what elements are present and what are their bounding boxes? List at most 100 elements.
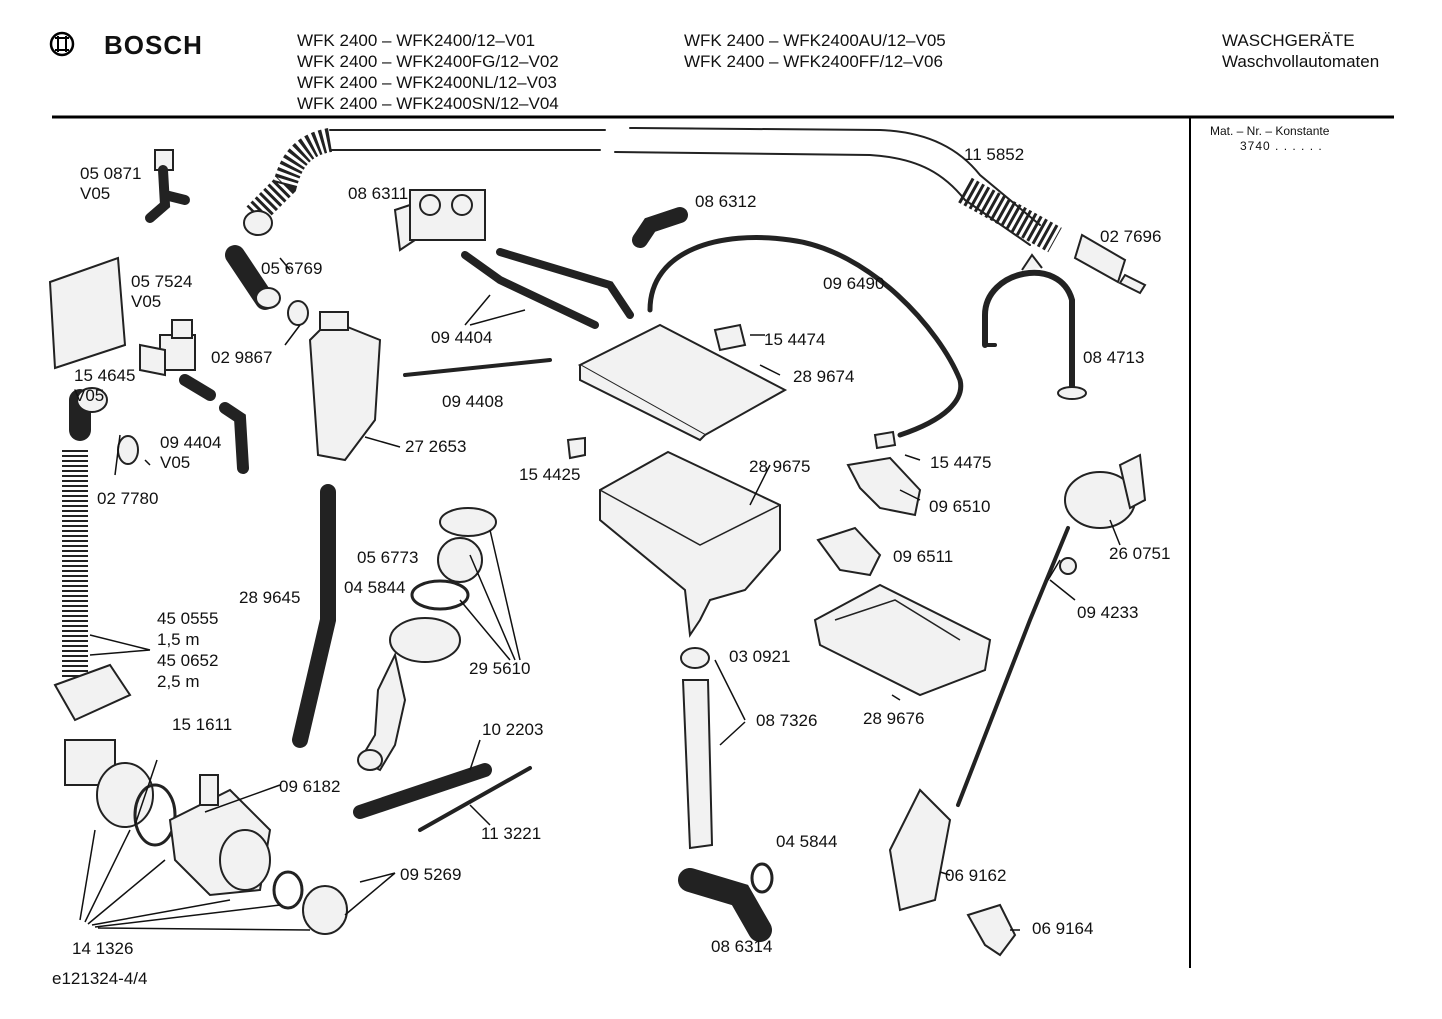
pressure-switch-part: [1064, 453, 1147, 529]
part-label: 09 5269: [400, 865, 462, 884]
dispenser-cover-part: [577, 323, 788, 442]
bosch-logo-icon: [49, 31, 75, 57]
part-label: 09 6182: [279, 777, 341, 796]
part-label: 28 9645: [239, 588, 301, 607]
gasket-part: [680, 647, 710, 669]
lever-part: [846, 456, 922, 517]
nozzle-part: [566, 436, 586, 460]
model-line: WFK 2400 – WFK2400FF/12–V06: [684, 52, 943, 71]
hose-clamp-part: [410, 579, 470, 611]
variant-label: V05: [131, 292, 162, 311]
category-line-2: Waschvollautomaten: [1222, 52, 1380, 71]
hose-part: [403, 358, 552, 377]
part-label: 02 7780: [97, 489, 159, 508]
sump-hose-part: [357, 617, 461, 772]
thin-hose-part: [647, 235, 964, 438]
part-label: 09 6510: [929, 497, 991, 516]
pressure-chamber-part: [308, 311, 382, 462]
detergent-drawer-part: [813, 583, 992, 697]
elbow-hose-part: [678, 868, 772, 942]
water-valve-part: [393, 189, 486, 252]
part-label: 02 9867: [211, 348, 273, 367]
hose-bracket-part: [982, 253, 1087, 400]
part-label: 09 4233: [1077, 603, 1139, 622]
part-label: 03 0921: [729, 647, 791, 666]
drain-filter-part: [302, 885, 348, 935]
short-hose-part: [219, 402, 249, 474]
part-label: 15 4475: [930, 453, 992, 472]
part-label: 08 6314: [711, 937, 773, 956]
hose-part: [496, 248, 634, 319]
variant-label: V05: [160, 453, 191, 472]
part-label: 08 6311: [348, 184, 409, 203]
part-label: 45 0652: [157, 651, 219, 670]
mounting-bracket-part: [888, 788, 952, 912]
model-list-secondary: WFK 2400 – WFK2400AU/12–V05 WFK 2400 – W…: [684, 30, 946, 72]
length-label: 2,5 m: [157, 672, 200, 691]
drawing-id: e121324-4/4: [52, 969, 148, 988]
part-label: 28 9674: [793, 367, 855, 386]
long-hose-part: [292, 484, 336, 748]
part-label: 09 6490: [823, 274, 885, 293]
elbow-part: [632, 207, 688, 248]
category-line-1: WASCHGERÄTE: [1222, 31, 1355, 50]
wire-part: [418, 766, 532, 832]
part-label: 05 0871: [80, 164, 142, 183]
drain-pump-part: [64, 739, 154, 828]
hose-part: [353, 763, 492, 819]
cover-plate-part: [48, 256, 127, 370]
y-connector-part: [145, 149, 190, 223]
inlet-valve-part: [139, 319, 216, 401]
model-line: WFK 2400 – WFK2400NL/12–V03: [297, 73, 557, 92]
part-label: 15 1611: [172, 715, 233, 734]
part-label: 15 4425: [519, 465, 581, 484]
clip-part: [713, 323, 747, 352]
part-label: 11 3221: [481, 824, 542, 843]
pressure-hose-part: [956, 526, 1070, 807]
pump-gasket-part: [133, 783, 177, 847]
part-label: 04 5844: [344, 578, 406, 597]
model-line: WFK 2400 – WFK2400SN/12–V04: [297, 94, 559, 113]
part-label: 28 9675: [749, 457, 811, 476]
part-label: 28 9676: [863, 709, 925, 728]
o-ring-part: [117, 435, 139, 465]
seal-ring-part: [287, 300, 309, 326]
model-line: WFK 2400 – WFK2400AU/12–V05: [684, 31, 946, 50]
length-label: 1,5 m: [157, 630, 200, 649]
part-label: 08 6312: [695, 192, 757, 211]
part-label: 29 5610: [469, 659, 531, 678]
part-label: 11 5852: [964, 145, 1025, 164]
model-list-primary: WFK 2400 – WFK2400/12–V01 WFK 2400 – WFK…: [297, 30, 559, 114]
part-label: 05 7524: [131, 272, 193, 291]
dispenser-housing-part: [599, 450, 781, 638]
cap-part: [966, 903, 1017, 957]
part-label: 09 4408: [442, 392, 504, 411]
part-label: 45 0555: [157, 609, 219, 628]
clamp-part: [750, 862, 774, 894]
part-label: 10 2203: [482, 720, 544, 739]
connector-part: [873, 430, 897, 450]
hose-part: [461, 251, 599, 329]
pump-cover-part: [53, 663, 132, 722]
part-label: 15 4645: [74, 366, 136, 385]
brand-name: BOSCH: [104, 30, 203, 60]
filter-ring-part: [272, 870, 304, 910]
category-heading: WASCHGERÄTE Waschvollautomaten: [1222, 30, 1379, 72]
hose-adapter-part: [1073, 233, 1147, 295]
part-label: 02 7696: [1100, 227, 1162, 246]
washer-part: [1059, 557, 1077, 575]
inlet-hose-part: [62, 387, 151, 680]
elbow-end-part: [255, 287, 281, 309]
part-label: 08 4713: [1083, 348, 1145, 367]
part-label: 08 7326: [756, 711, 818, 730]
part-label: 26 0751: [1109, 544, 1171, 563]
model-line: WFK 2400 – WFK2400/12–V01: [297, 31, 536, 50]
part-label: 05 6773: [357, 548, 419, 567]
part-label: 09 4404: [160, 433, 222, 452]
part-label: 27 2653: [405, 437, 467, 456]
variant-label: V05: [74, 386, 105, 405]
part-label: 05 6769: [261, 259, 323, 278]
seal-cap-part: [439, 507, 497, 537]
material-note-value: 3740 . . . . . .: [1240, 139, 1323, 153]
